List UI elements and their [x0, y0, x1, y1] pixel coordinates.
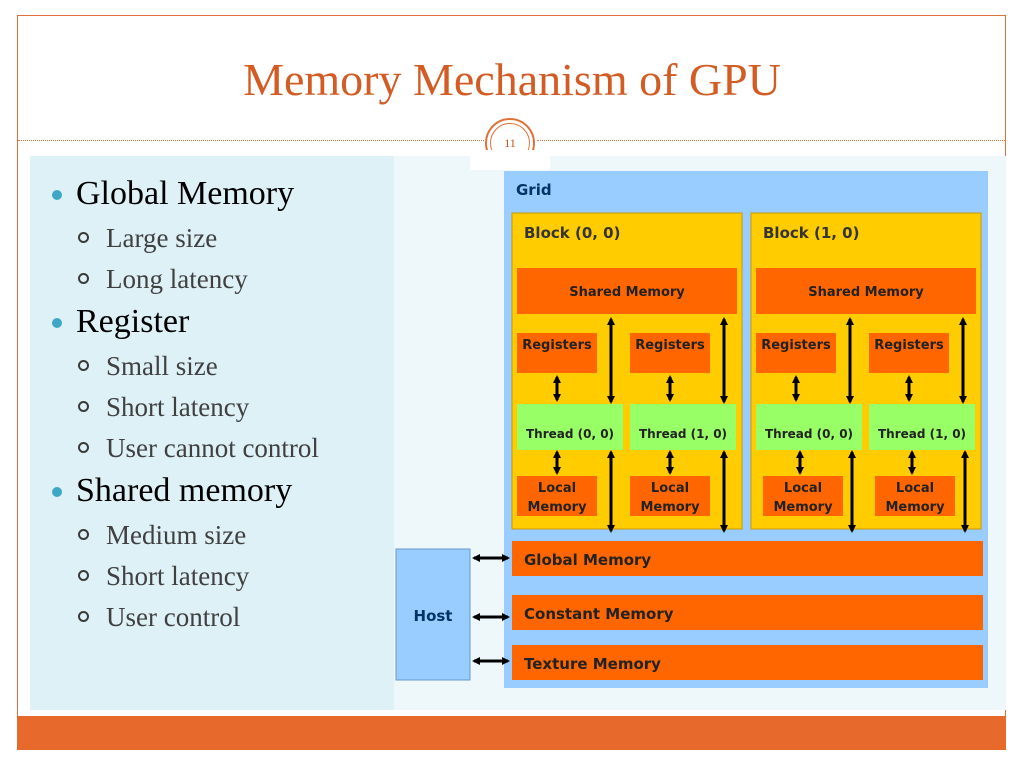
thread-label: Thread (1, 0): [878, 427, 966, 441]
sub-bullet: User cannot control: [48, 428, 408, 469]
thread-box: [869, 404, 975, 450]
registers-box: [630, 333, 710, 373]
thread-box: [630, 404, 736, 450]
local-memory-box: [763, 476, 843, 516]
badge-cover: [470, 150, 550, 170]
bullet-register: Register: [48, 300, 408, 344]
sub-bullet: User control: [48, 597, 408, 638]
sub-bullet: Small size: [48, 346, 408, 387]
block-1-0: Block (1, 0) Shared Memory Registers Reg…: [750, 212, 982, 533]
slide-title: Memory Mechanism of GPU: [243, 54, 781, 105]
global-memory-box: [512, 541, 983, 576]
global-memory-label: Global Memory: [524, 551, 651, 569]
bullet-panel: [30, 156, 394, 710]
registers-label: Registers: [761, 338, 831, 353]
local-memory-label: Memory: [640, 500, 700, 515]
local-memory-label: Memory: [773, 500, 833, 515]
local-memory-label: Local: [896, 481, 934, 496]
bullet-list: Global Memory Large size Long latency Re…: [48, 172, 408, 638]
local-memory-label: Local: [538, 481, 576, 496]
constant-memory-box: [512, 595, 983, 630]
block-label: Block (1, 0): [763, 224, 859, 242]
title-divider-right: [537, 140, 1005, 141]
bullet-shared-memory: Shared memory: [48, 469, 408, 513]
page-number: 11: [504, 136, 516, 150]
local-memory-label: Memory: [527, 500, 587, 515]
constant-memory-label: Constant Memory: [524, 605, 674, 623]
block-0-0: Block (0, 0) Shared Memory Registers Reg…: [511, 212, 743, 533]
thread-label: Thread (0, 0): [526, 427, 614, 441]
title-divider-left: [18, 140, 484, 141]
thread-box: [517, 404, 623, 450]
sub-bullet: Medium size: [48, 515, 408, 556]
registers-box: [517, 333, 597, 373]
local-memory-label: Local: [784, 481, 822, 496]
sub-bullet: Long latency: [48, 259, 408, 300]
host-box: [395, 548, 471, 681]
sub-bullet: Short latency: [48, 387, 408, 428]
local-memory-box: [517, 476, 597, 516]
registers-box: [869, 333, 949, 373]
thread-label: Thread (0, 0): [765, 427, 853, 441]
local-memory-box: [875, 476, 955, 516]
texture-memory-box: [512, 645, 983, 680]
thread-box: [756, 404, 862, 450]
texture-memory-label: Texture Memory: [524, 655, 661, 673]
grid-label: Grid: [516, 181, 552, 199]
local-memory-label: Local: [651, 481, 689, 496]
shared-memory-box: [756, 268, 976, 314]
sub-bullet: Short latency: [48, 556, 408, 597]
local-memory-label: Memory: [885, 500, 945, 515]
registers-label: Registers: [635, 338, 705, 353]
registers-label: Registers: [522, 338, 592, 353]
thread-label: Thread (1, 0): [639, 427, 727, 441]
footer-bar: [17, 716, 1006, 750]
block-label: Block (0, 0): [524, 224, 620, 242]
shared-memory-label: Shared Memory: [808, 285, 924, 300]
sub-bullet: Large size: [48, 218, 408, 259]
shared-memory-label: Shared Memory: [569, 285, 685, 300]
registers-box: [756, 333, 836, 373]
local-memory-box: [630, 476, 710, 516]
bullet-global-memory: Global Memory: [48, 172, 408, 216]
registers-label: Registers: [874, 338, 944, 353]
host-label: Host: [414, 607, 453, 625]
shared-memory-box: [517, 268, 737, 314]
